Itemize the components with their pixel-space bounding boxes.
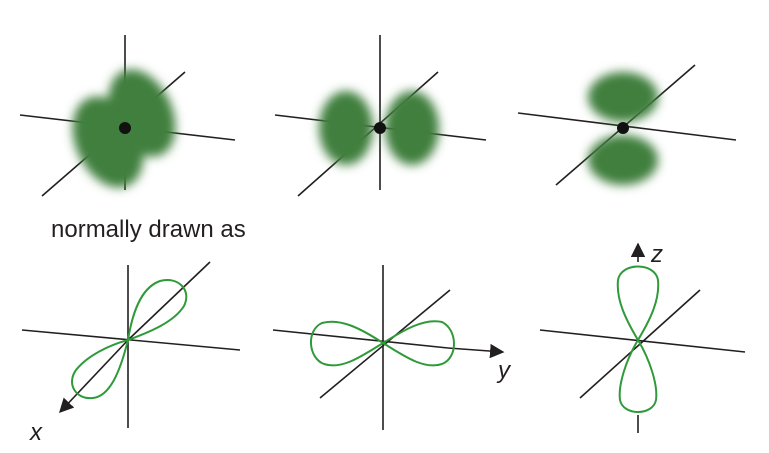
axis-horizontal: [272, 329, 449, 349]
axis-horizontal: [21, 329, 241, 351]
lobe-left: [319, 91, 373, 165]
orbital-pz-outline: z: [539, 241, 746, 433]
orbital-py-outline: y: [272, 265, 512, 430]
lobe-front: [72, 96, 144, 188]
orbital-pz-shaded: [517, 64, 737, 186]
axis-x-back: [127, 261, 211, 341]
lobe-back-outline: [126, 278, 188, 342]
lobe-bottom: [588, 135, 658, 185]
axes: [272, 265, 505, 430]
lobes: [72, 69, 176, 188]
lobe-right-outline: [381, 320, 455, 367]
lobe-outlines: [616, 265, 660, 413]
axis-label-x: x: [29, 419, 43, 446]
lobes: [319, 91, 439, 165]
axis-label-y: y: [496, 357, 512, 384]
nucleus: [374, 122, 386, 134]
lobes: [588, 72, 658, 185]
caption-normally-drawn-as: normally drawn as: [51, 216, 246, 243]
axes: [21, 261, 241, 428]
lobe-left-outline: [310, 320, 385, 367]
orbital-px-outline: x: [21, 261, 241, 446]
lobe-outlines: [71, 278, 188, 400]
orbital-py-shaded: [274, 35, 487, 197]
lobe-top: [588, 72, 658, 122]
orbital-px-shaded: [19, 35, 236, 197]
axis-y-arrow: [447, 343, 505, 359]
lobe-bottom-outline: [618, 338, 658, 413]
lobe-outlines: [310, 320, 455, 367]
nucleus: [119, 122, 131, 134]
axis-x-front: [59, 339, 129, 414]
lobe-front-outline: [71, 338, 130, 400]
axes: [539, 242, 746, 433]
axes: [274, 35, 487, 197]
lobe-right: [385, 91, 439, 165]
axis-label-z: z: [650, 241, 663, 268]
nucleus: [617, 122, 629, 134]
lobe-top-outline: [616, 265, 660, 342]
